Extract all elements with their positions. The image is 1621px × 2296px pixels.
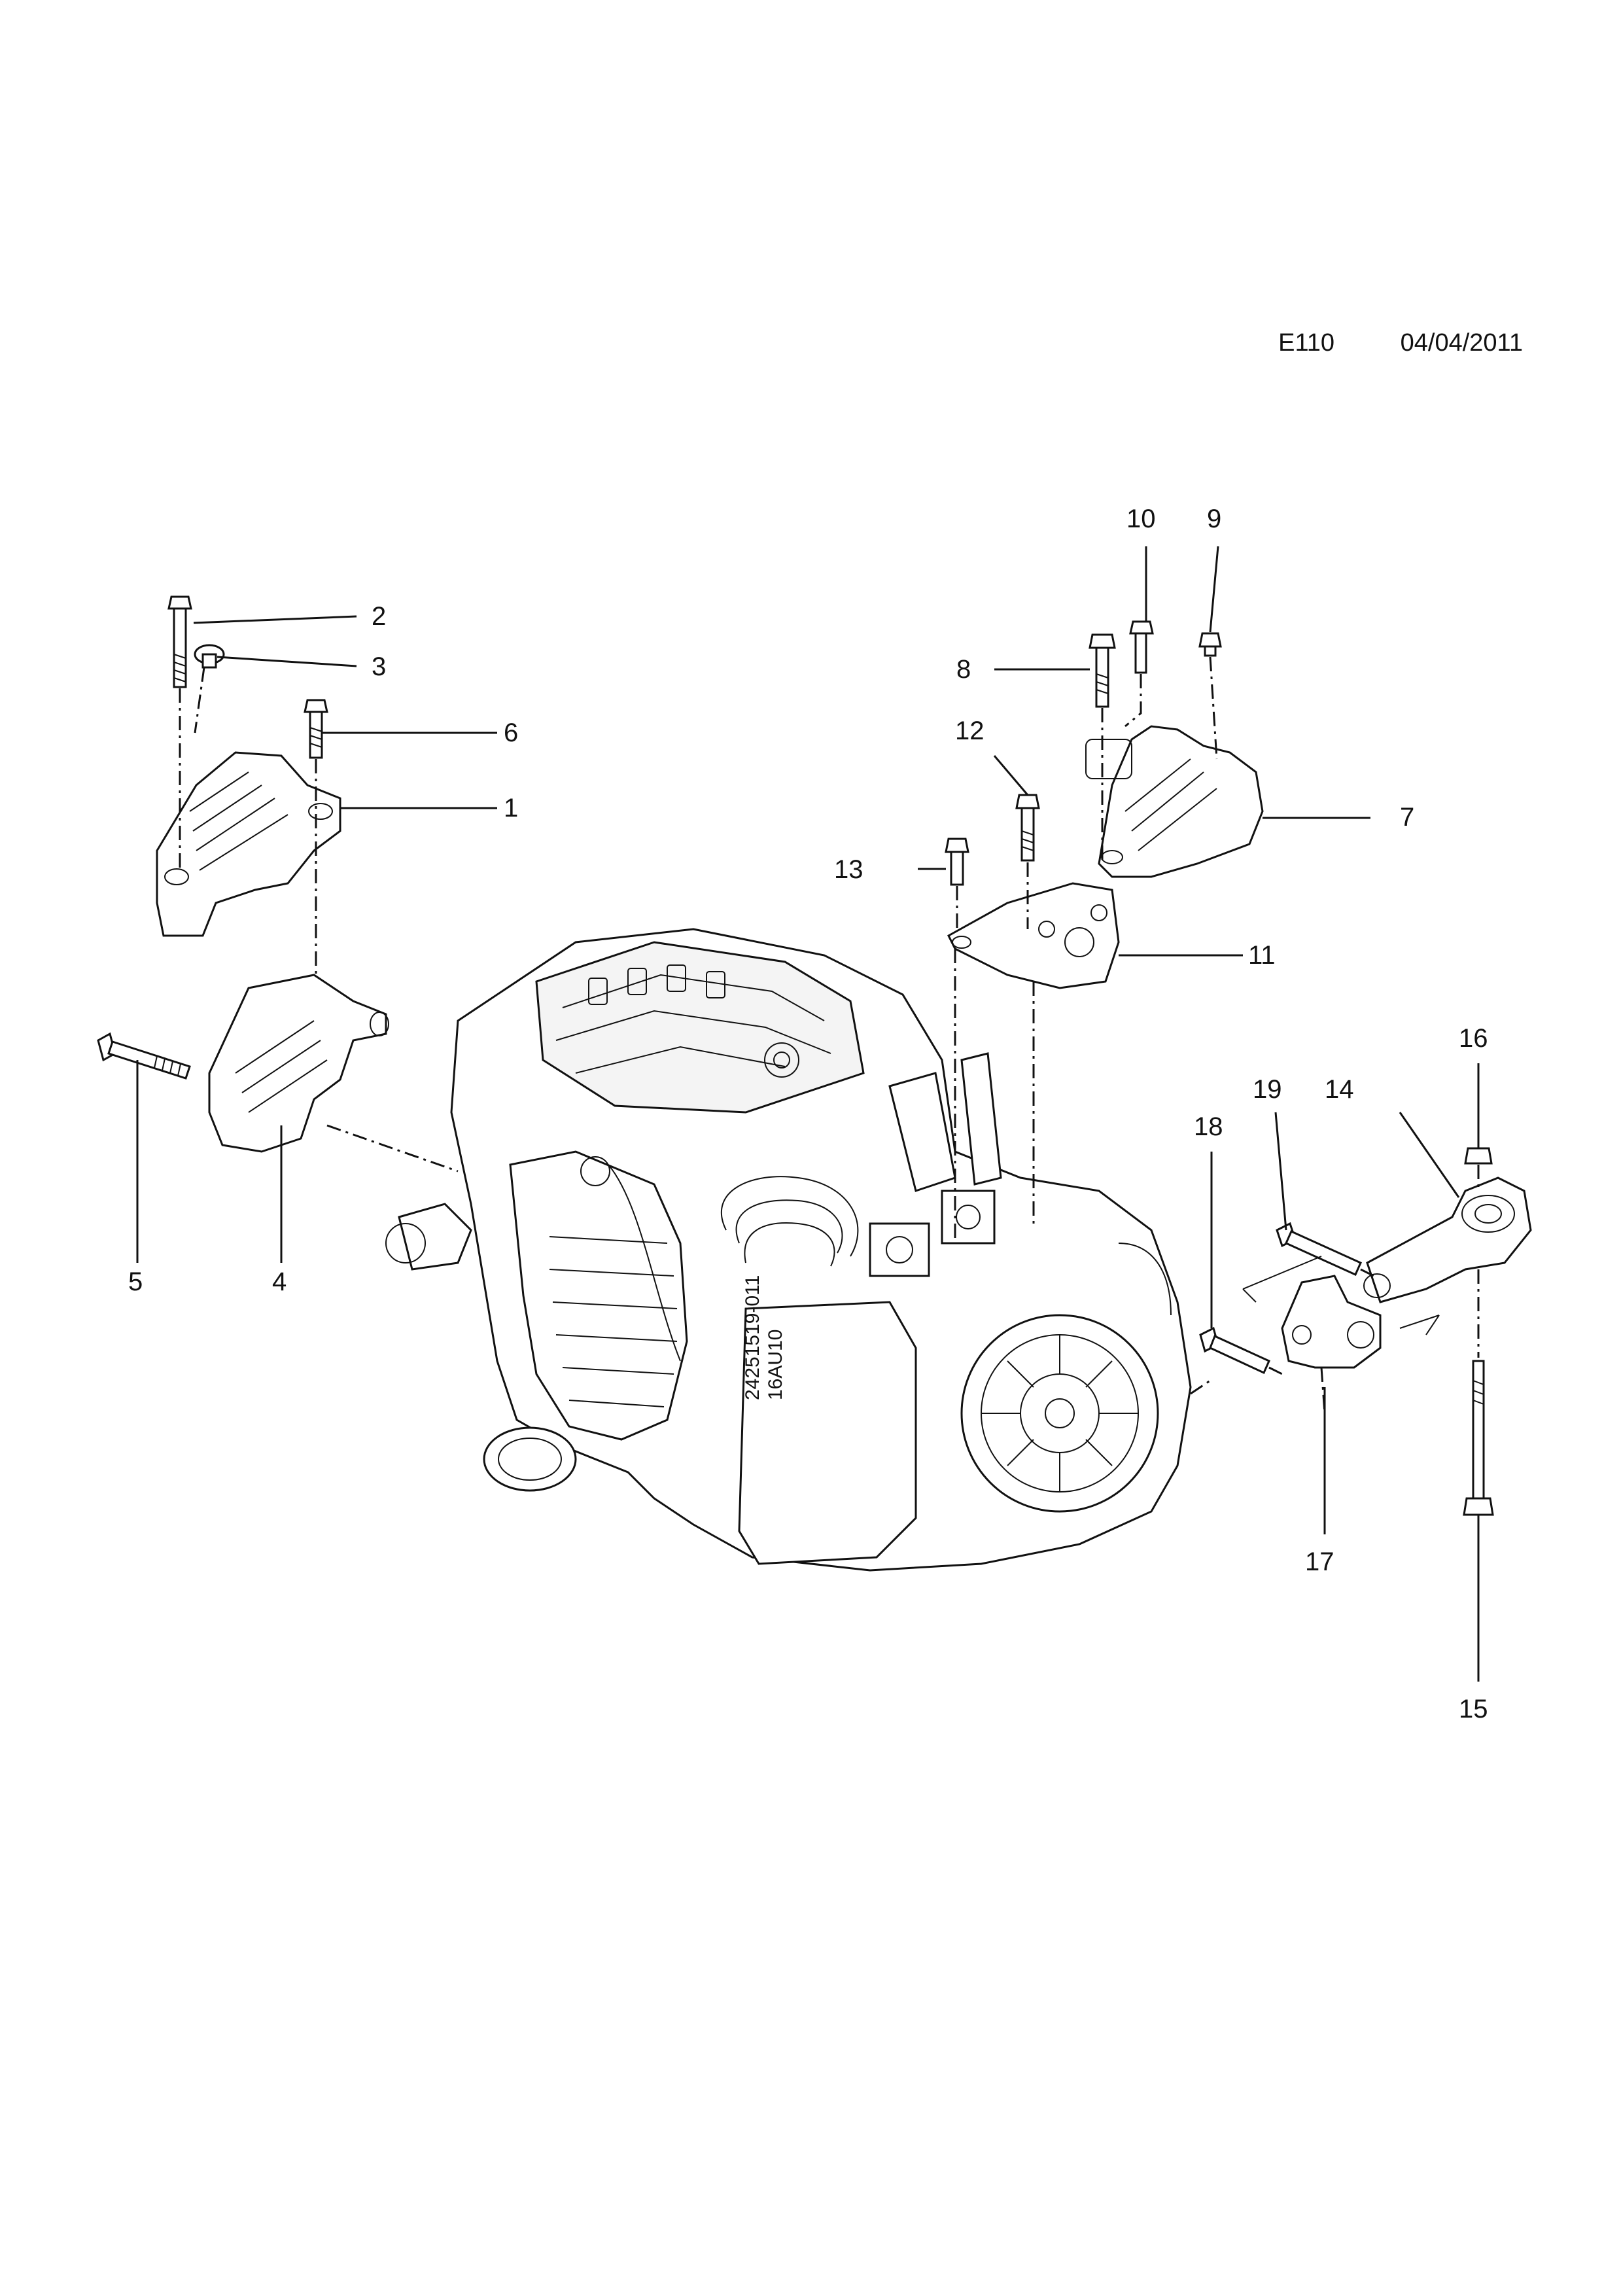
part-16-nut — [1464, 1147, 1493, 1191]
callout-9: 9 — [1207, 504, 1221, 533]
callout-4: 4 — [272, 1267, 287, 1296]
part-4-bracket — [208, 974, 459, 1173]
part-10-bolt — [1124, 620, 1154, 728]
part-13-bolt — [945, 838, 969, 929]
part-8-bolt — [1089, 633, 1116, 864]
callout-15: 15 — [1459, 1695, 1488, 1723]
part-2-bolt — [167, 595, 192, 870]
part-6-bolt — [304, 699, 328, 981]
part-11-bracket — [947, 882, 1120, 1243]
diagram-date: 04/04/2011 — [1400, 329, 1523, 357]
callout-10: 10 — [1126, 504, 1156, 533]
part-17-bracket — [1242, 1256, 1440, 1414]
callout-11: 11 — [1248, 941, 1276, 970]
callout-2: 2 — [372, 602, 386, 631]
part-3-nut — [194, 644, 225, 733]
part-9-nut — [1198, 632, 1222, 760]
callout-16: 16 — [1459, 1024, 1488, 1053]
callout-8: 8 — [956, 655, 971, 684]
callout-17: 17 — [1305, 1547, 1334, 1576]
svg-text:16AU10: 16AU10 — [765, 1330, 786, 1400]
part-19-bolt — [1276, 1222, 1374, 1277]
callout-5: 5 — [128, 1267, 143, 1296]
part-7-engine-mount — [1085, 725, 1264, 878]
engine-assembly: 24251519-011 16AU10 — [385, 928, 1192, 1572]
callout-6: 6 — [504, 718, 518, 747]
svg-text:24251519-011: 24251519-011 — [742, 1275, 763, 1400]
part-14-torque-rod — [1363, 1176, 1532, 1303]
diagram-code: E110 — [1278, 329, 1335, 357]
callout-13: 13 — [834, 855, 863, 884]
part-12-bolt — [1015, 794, 1040, 929]
leader-lines — [136, 546, 1480, 1682]
callout-19: 19 — [1253, 1075, 1282, 1104]
callout-1: 1 — [504, 794, 518, 822]
part-18-bolt — [1190, 1326, 1283, 1395]
callout-12: 12 — [955, 716, 985, 745]
part-1-engine-mount — [156, 751, 341, 937]
callout-3: 3 — [372, 652, 386, 681]
callout-14: 14 — [1325, 1075, 1354, 1104]
callout-18: 18 — [1194, 1112, 1223, 1141]
diagram-header: E110 04/04/2011 — [1278, 329, 1523, 357]
part-15-stud — [1463, 1269, 1494, 1516]
part-5-long-bolt — [97, 1032, 191, 1080]
callout-7: 7 — [1400, 803, 1414, 832]
callout-labels: 1 2 3 4 5 6 7 8 9 10 11 12 13 14 15 16 1… — [128, 504, 1488, 1723]
